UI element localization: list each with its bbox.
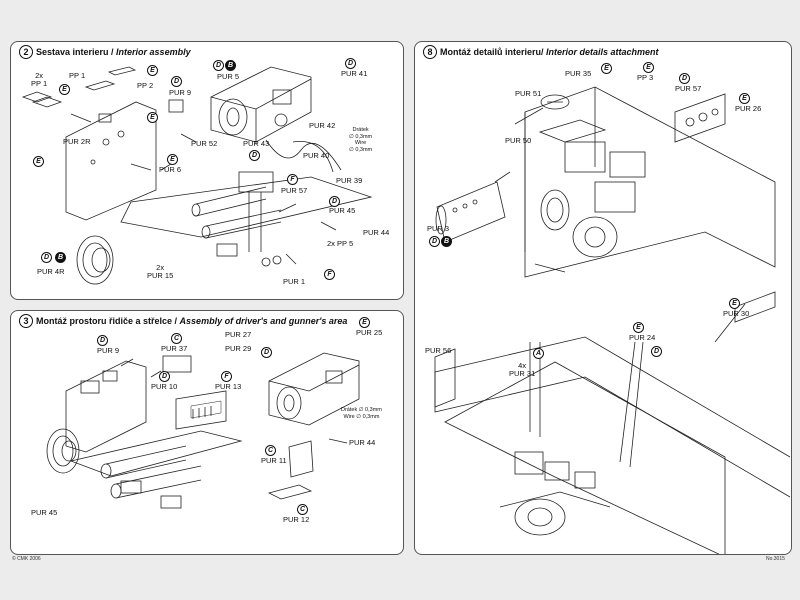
material-d-icon: D — [249, 150, 260, 161]
material-e-icon: E — [729, 298, 740, 309]
material-d-icon: D — [429, 236, 440, 247]
interior-details-drawing — [434, 86, 791, 554]
material-d-icon: D — [651, 346, 662, 357]
label-pp5: 2x PP 5 — [327, 239, 354, 248]
label-pur57: PUR 57 — [675, 84, 702, 93]
material-e-icon: E — [59, 84, 70, 95]
material-e-icon: E — [359, 317, 370, 328]
label-pp1-2x: 2x PP 1 — [31, 71, 48, 88]
label-pur45: PUR 45 — [329, 206, 356, 215]
label-pur12: PUR 12 — [283, 515, 310, 524]
label-pur4r: PUR 4R — [37, 267, 65, 276]
label-pur1: PUR 1 — [283, 277, 306, 286]
title-cz: Sestava interieru / — [36, 47, 117, 57]
interior-assembly-drawing — [21, 66, 373, 285]
material-f-icon: F — [324, 269, 335, 280]
label-pur35: PUR 35 — [565, 69, 592, 78]
label-pur10: PUR 10 — [151, 382, 178, 391]
material-e-icon: E — [147, 112, 158, 123]
label-pur15: 2x PUR 15 — [147, 263, 174, 280]
label-pur44: PUR 44 — [363, 228, 390, 237]
label-pur50: PUR 50 — [505, 136, 532, 145]
step-number: 3 — [19, 314, 33, 328]
label-pur51: PUR 51 — [515, 89, 542, 98]
material-d-icon: D — [97, 335, 108, 346]
material-f-icon: F — [287, 174, 298, 185]
material-b-icon: B — [225, 60, 236, 71]
material-e-icon: E — [601, 63, 612, 74]
label-pur25: PUR 25 — [356, 328, 383, 337]
material-e-icon: E — [739, 93, 750, 104]
label-pur41: PUR 41 — [341, 69, 368, 78]
material-c-icon: C — [171, 333, 182, 344]
label-pur2r: PUR 2R — [63, 137, 91, 146]
material-d-icon: D — [329, 196, 340, 207]
label-pur39: PUR 39 — [336, 176, 363, 185]
label-pur3: PUR 3 — [427, 224, 450, 233]
label-pur43: PUR 43 — [243, 139, 270, 148]
material-e-icon: E — [167, 154, 178, 165]
material-a-icon: A — [533, 348, 544, 359]
title-en: Interior details attachment — [546, 47, 659, 57]
label-pur30: PUR 30 — [723, 309, 750, 318]
label-pp2: PP 2 — [137, 81, 154, 90]
label-pur13: PUR 13 — [215, 382, 242, 391]
material-e-icon: E — [33, 156, 44, 167]
material-c-icon: C — [297, 504, 308, 515]
label-pur27: PUR 27 — [225, 330, 252, 339]
label-pur5: PUR 5 — [217, 72, 240, 81]
label-pur56: PUR 56 — [425, 346, 452, 355]
label-pur31: 4x PUR 31 — [509, 361, 536, 378]
label-pur9: PUR 9 — [97, 346, 120, 355]
label-pur6: PUR 6 — [159, 165, 182, 174]
label-pp1: PP 1 — [69, 71, 86, 80]
material-d-icon: D — [679, 73, 690, 84]
step-number: 2 — [19, 45, 33, 59]
material-e-icon: E — [633, 322, 644, 333]
material-e-icon: E — [147, 65, 158, 76]
title-en: Assembly of driver's and gunner's area — [179, 316, 348, 326]
label-pur29: PUR 29 — [225, 344, 252, 353]
label-pur37: PUR 37 — [161, 344, 188, 353]
title-cz: Montáž detailů interieru/ — [440, 47, 547, 57]
material-d-icon: D — [261, 347, 272, 358]
wire-note: Drátek ∅ 0,3mm Wire ∅ 0,3mm — [349, 127, 373, 153]
label-pur45: PUR 45 — [31, 508, 58, 517]
drivers-area-drawing — [46, 352, 360, 509]
label-pur9: PUR 9 — [169, 88, 192, 97]
material-b-icon: B — [441, 236, 452, 247]
material-d-icon: D — [345, 58, 356, 69]
material-f-icon: F — [221, 371, 232, 382]
material-e-icon: E — [643, 62, 654, 73]
label-pur40: PUR 40 — [303, 151, 330, 160]
wire-note: Drátek ∅ 0,3mm Wire ∅ 0,3mm — [341, 407, 382, 420]
material-d-icon: D — [41, 252, 52, 263]
material-b-icon: B — [55, 252, 66, 263]
material-d-icon: D — [171, 76, 182, 87]
label-pur52: PUR 52 — [191, 139, 218, 148]
material-d-icon: D — [213, 60, 224, 71]
copyright: © CMK 2006 — [12, 556, 41, 562]
title-en: Interior assembly — [116, 47, 191, 57]
step-number: 8 — [423, 45, 437, 59]
title-cz: Montáž prostoru řidiče a střelce / — [36, 316, 180, 326]
material-c-icon: C — [265, 445, 276, 456]
label-pur26: PUR 26 — [735, 104, 762, 113]
label-pur42: PUR 42 — [309, 121, 336, 130]
label-pur57: PUR 57 — [281, 186, 308, 195]
material-d-icon: D — [159, 371, 170, 382]
kit-number: No.3015 — [766, 556, 785, 562]
label-pur44: PUR 44 — [349, 438, 376, 447]
label-pp3: PP 3 — [637, 73, 654, 82]
label-pur24: PUR 24 — [629, 333, 656, 342]
label-pur11: PUR 11 — [261, 456, 287, 465]
